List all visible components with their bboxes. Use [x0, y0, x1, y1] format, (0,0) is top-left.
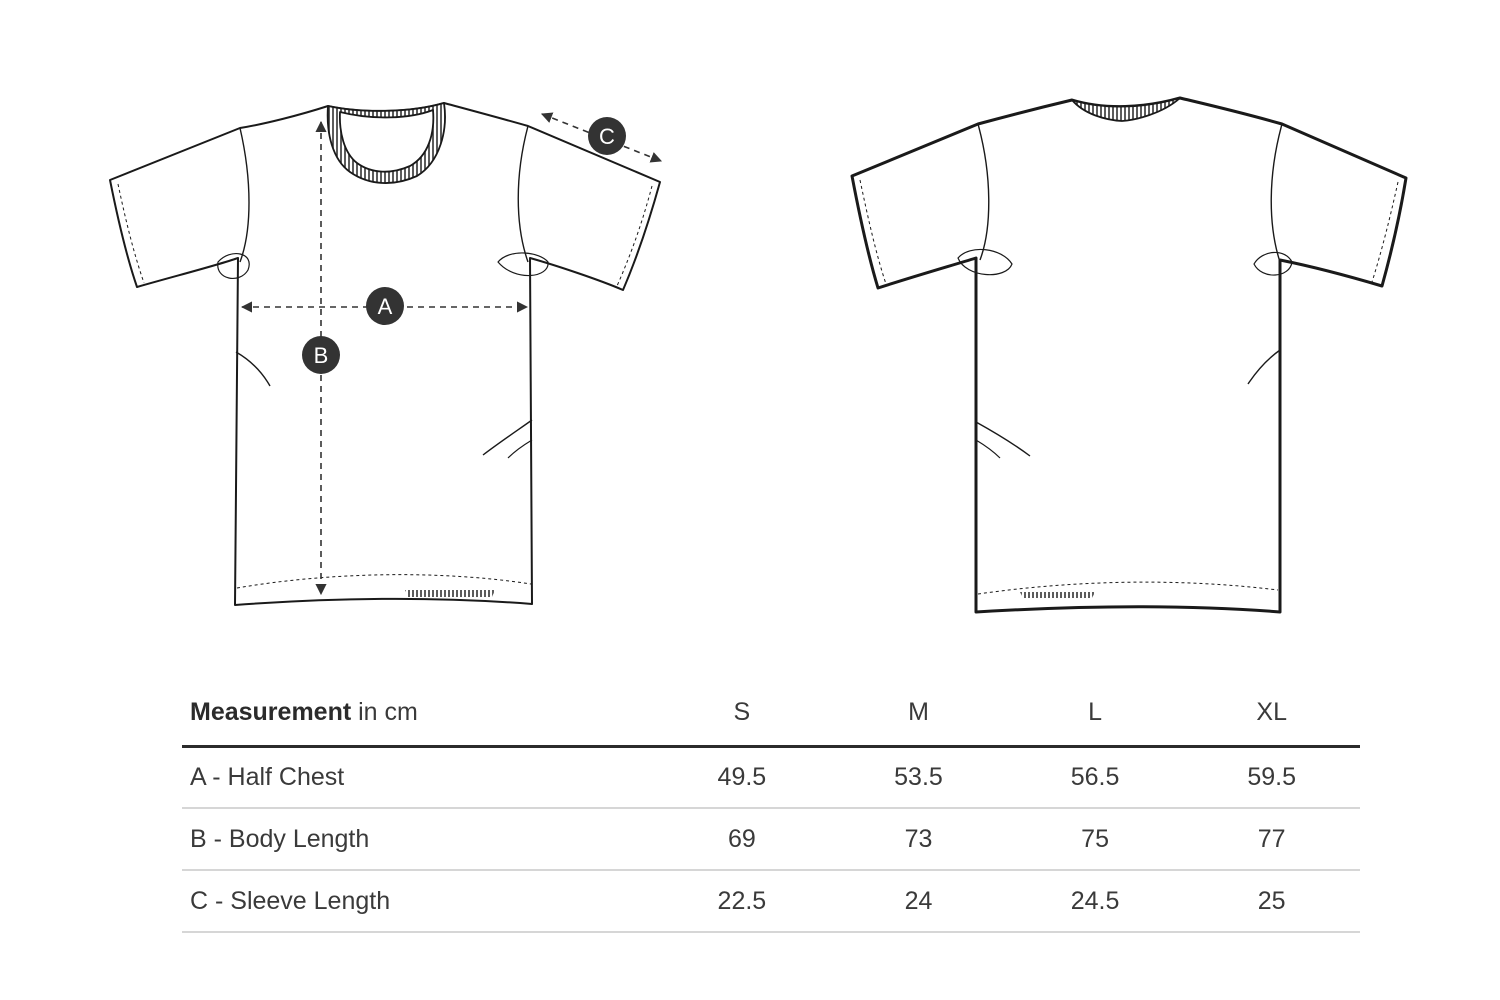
table-cell: 49.5	[653, 746, 831, 809]
table-row: A - Half Chest 49.5 53.5 56.5 59.5	[182, 746, 1360, 809]
table-row: C - Sleeve Length 22.5 24 24.5 25	[182, 870, 1360, 933]
marker-a: A	[366, 287, 404, 325]
measurement-header: Measurement in cm	[182, 680, 654, 748]
table-cell: 53.5	[830, 746, 1007, 809]
size-chart-table: Measurement in cm S M L XL A - Half Ches…	[182, 680, 1360, 933]
table-cell: 22.5	[653, 870, 831, 933]
tshirt-measurement-diagram: A B C	[109, 96, 1408, 614]
row-label-body-length: B - Body Length	[182, 808, 654, 871]
table-header-row: Measurement in cm S M L XL	[182, 680, 1360, 748]
size-header-m: M	[830, 680, 1007, 748]
table-cell: 73	[830, 808, 1007, 871]
size-header-xl: XL	[1183, 680, 1360, 748]
table-cell: 25	[1183, 870, 1360, 933]
table-cell: 56.5	[1006, 746, 1184, 809]
marker-b: B	[302, 336, 340, 374]
tshirt-back	[850, 96, 1408, 614]
marker-a-label: A	[378, 294, 393, 319]
measurement-header-bold: Measurement	[190, 697, 352, 726]
marker-b-label: B	[314, 343, 329, 368]
marker-c: C	[588, 117, 626, 155]
table-cell: 24.5	[1006, 870, 1184, 933]
size-header-l: L	[1006, 680, 1184, 748]
measurement-header-unit: in cm	[351, 697, 418, 726]
size-header-s: S	[653, 680, 831, 748]
marker-c-label: C	[599, 124, 615, 149]
table-cell: 59.5	[1183, 746, 1360, 809]
table-cell: 24	[830, 870, 1007, 933]
row-label-half-chest: A - Half Chest	[182, 746, 654, 809]
table-row: B - Body Length 69 73 75 77	[182, 808, 1360, 871]
tshirt-front	[109, 102, 661, 606]
table-cell: 75	[1006, 808, 1184, 871]
table-cell: 77	[1183, 808, 1360, 871]
row-label-sleeve-length: C - Sleeve Length	[182, 870, 654, 933]
table-cell: 69	[653, 808, 831, 871]
